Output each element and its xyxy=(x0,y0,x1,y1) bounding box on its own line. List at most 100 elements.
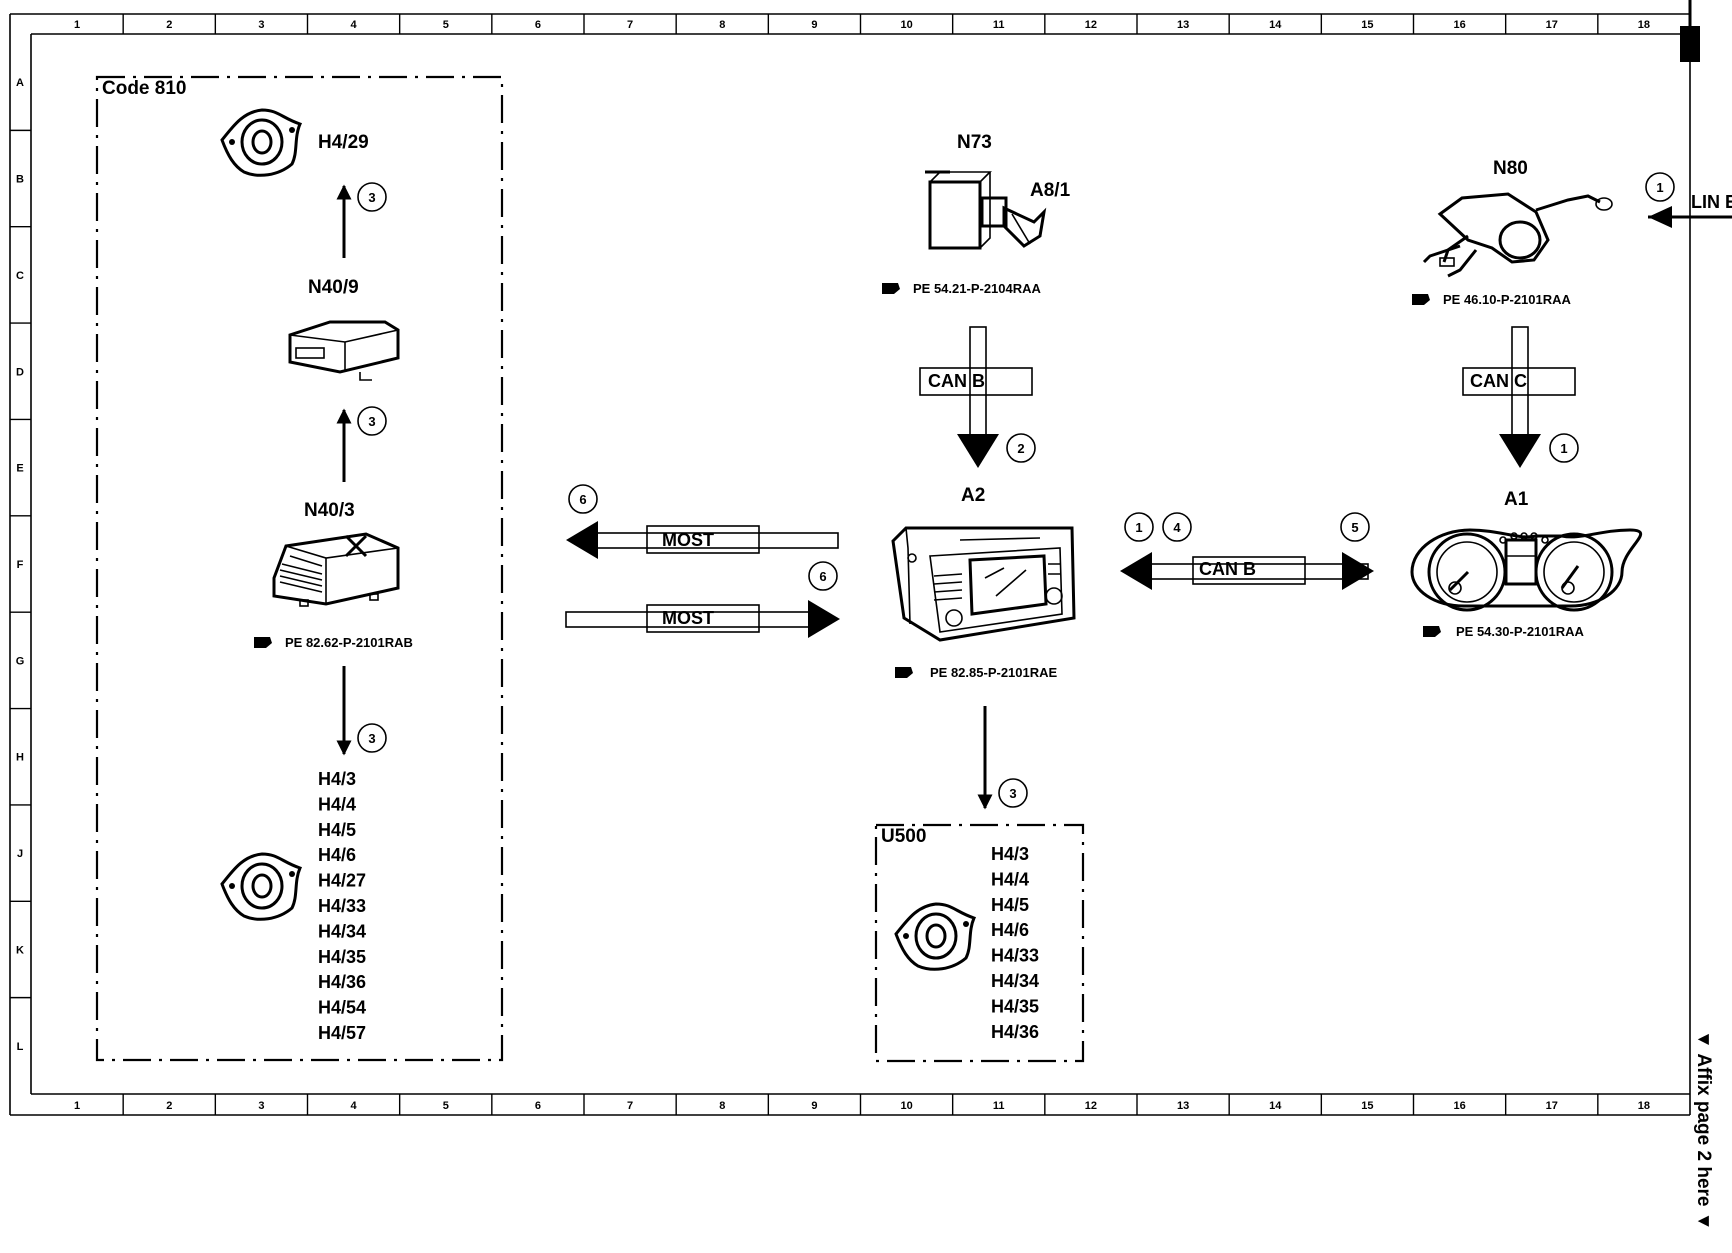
a8-1-label: A8/1 xyxy=(1030,180,1071,201)
grid-row-label: C xyxy=(16,270,24,282)
speaker-label: H4/4 xyxy=(318,794,356,814)
speaker-icon xyxy=(894,902,977,971)
n40-3-doc-ref: PE 82.62-P-2101RAB xyxy=(254,635,413,650)
can-b-bus-vertical: CAN B xyxy=(919,326,1033,468)
grid-column-label: 3 xyxy=(258,1100,264,1112)
callout-badge: 1 xyxy=(1549,433,1579,463)
n40-3-label: N40/3 xyxy=(304,500,355,521)
grid-column-label: 13 xyxy=(1177,19,1189,31)
u500-label: U500 xyxy=(881,826,926,847)
grid-column-label: 14 xyxy=(1269,19,1282,31)
svg-text:PE 54.30-P-2101RAA: PE 54.30-P-2101RAA xyxy=(1456,624,1585,639)
svg-text:6: 6 xyxy=(579,492,586,507)
grid-column-label: 8 xyxy=(719,1100,725,1112)
speaker-label: H4/54 xyxy=(318,998,366,1018)
speaker-label: H4/3 xyxy=(991,844,1029,864)
callout-badge: 3 xyxy=(357,723,387,753)
grid-column-label: 5 xyxy=(443,1100,449,1112)
speaker-icon xyxy=(220,852,303,921)
callout-badge: 3 xyxy=(357,182,387,212)
svg-text:MOST: MOST xyxy=(662,530,714,550)
speaker-label: H4/35 xyxy=(318,947,366,967)
grid-column-label: 7 xyxy=(627,19,633,31)
callout-badge: 1 xyxy=(1645,172,1675,202)
speaker-label: H4/6 xyxy=(318,845,356,865)
svg-text:CAN B: CAN B xyxy=(928,371,985,391)
grid-column-label: 15 xyxy=(1361,1100,1373,1112)
n73-doc-ref: PE 54.21-P-2104RAA xyxy=(882,281,1042,296)
grid-column-label: 10 xyxy=(900,1100,912,1112)
speaker-label: H4/6 xyxy=(991,920,1029,940)
a1-instrument-cluster-icon xyxy=(1410,528,1643,612)
callout-badge: 3 xyxy=(357,406,387,436)
svg-text:CAN B: CAN B xyxy=(1199,559,1256,579)
svg-text:MOST: MOST xyxy=(662,608,714,628)
grid-row-label: H xyxy=(16,752,24,764)
speaker-icon xyxy=(220,108,303,177)
n80-steering-column-module-icon xyxy=(1422,192,1613,278)
code-810-group-box xyxy=(95,75,504,1062)
hand-pointer-icon xyxy=(1412,294,1430,305)
grid-row-label: D xyxy=(16,366,24,378)
svg-text:4: 4 xyxy=(1173,520,1181,535)
svg-text:2: 2 xyxy=(1017,441,1024,456)
grid-column-label: 3 xyxy=(258,19,264,31)
svg-text:1: 1 xyxy=(1135,520,1142,535)
svg-text:PE 46.10-P-2101RAA: PE 46.10-P-2101RAA xyxy=(1443,292,1572,307)
grid-column-label: 13 xyxy=(1177,1100,1189,1112)
grid-column-label: 16 xyxy=(1453,19,1465,31)
speaker-label: H4/36 xyxy=(318,972,366,992)
hand-pointer-icon xyxy=(882,283,900,294)
corner-marker xyxy=(1680,26,1700,62)
callout-badge: 6 xyxy=(568,484,598,514)
a2-head-unit-icon xyxy=(891,526,1076,642)
grid-column-label: 17 xyxy=(1546,1100,1558,1112)
grid-column-label: 14 xyxy=(1269,1100,1282,1112)
grid-row-label: K xyxy=(16,944,24,956)
callout-badge: 6 xyxy=(808,561,838,591)
grid-column-label: 9 xyxy=(811,1100,817,1112)
grid-row-label: F xyxy=(17,559,24,571)
n80-doc-ref: PE 46.10-P-2101RAA xyxy=(1412,292,1572,307)
left-speaker-list: H4/3H4/4H4/5H4/6H4/27H4/33H4/34H4/35H4/3… xyxy=(318,769,366,1043)
speaker-label: H4/27 xyxy=(318,871,366,891)
a1-label: A1 xyxy=(1504,489,1529,510)
grid-column-label: 12 xyxy=(1085,19,1097,31)
hand-pointer-icon xyxy=(254,637,272,648)
n80-label: N80 xyxy=(1493,158,1528,179)
grid-row-label: A xyxy=(16,77,24,89)
affix-page-note: ▼ Affix page 2 here ▼ xyxy=(1693,1030,1714,1231)
speaker-label: H4/35 xyxy=(991,996,1039,1016)
svg-text:3: 3 xyxy=(1009,786,1016,801)
n40-3-amplifier-icon xyxy=(272,532,400,607)
grid-column-label: 17 xyxy=(1546,19,1558,31)
grid-column-label: 1 xyxy=(74,1100,80,1112)
speaker-label: H4/3 xyxy=(318,769,356,789)
svg-text:6: 6 xyxy=(819,569,826,584)
grid-row-label: B xyxy=(16,174,24,186)
speaker-label: H4/5 xyxy=(991,895,1029,915)
h4-29-label: H4/29 xyxy=(318,132,369,153)
svg-text:1: 1 xyxy=(1560,441,1567,456)
grid-column-label: 7 xyxy=(627,1100,633,1112)
grid-column-label: 16 xyxy=(1453,1100,1465,1112)
svg-text:PE 82.62-P-2101RAB: PE 82.62-P-2101RAB xyxy=(285,635,413,650)
svg-text:PE 54.21-P-2104RAA: PE 54.21-P-2104RAA xyxy=(913,281,1042,296)
grid-column-label: 10 xyxy=(900,19,912,31)
speaker-label: H4/5 xyxy=(318,820,356,840)
grid-column-label: 11 xyxy=(993,19,1005,31)
callout-badge: 1 xyxy=(1124,512,1154,542)
grid-column-label: 9 xyxy=(811,19,817,31)
most-bus-in: MOST xyxy=(565,600,840,638)
callout-badge: 3 xyxy=(998,778,1028,808)
most-bus-out: MOST xyxy=(566,521,839,559)
grid-column-label: 4 xyxy=(351,19,358,31)
can-c-bus-vertical: CAN C xyxy=(1462,326,1576,468)
grid-row-label: E xyxy=(16,463,23,475)
grid-column-label: 2 xyxy=(166,1100,172,1112)
u500-group-box xyxy=(874,823,1085,1063)
grid-column-label: 4 xyxy=(351,1100,358,1112)
